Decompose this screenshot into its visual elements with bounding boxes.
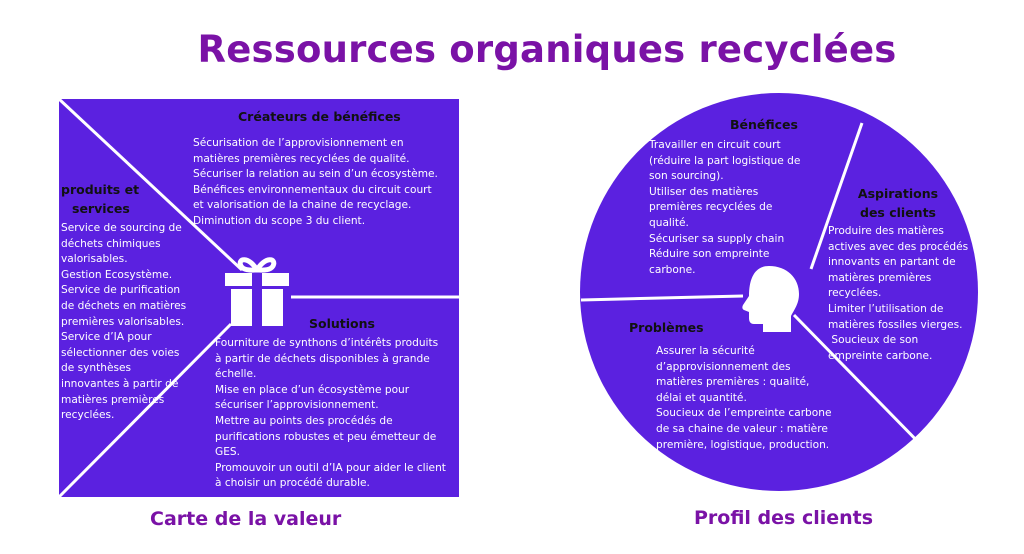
solutions-title: Solutions xyxy=(309,316,375,331)
head-profile-icon xyxy=(742,266,799,332)
jobs-text: Produire des matières actives avec des p… xyxy=(828,225,969,362)
divider-line xyxy=(57,97,244,272)
gain-creators-text: Sécurisation de l’approvisionnement en m… xyxy=(193,137,438,227)
page-title: Ressources organiques recyclées xyxy=(197,28,897,71)
divider-line xyxy=(809,122,864,270)
products-title: produits et services xyxy=(61,182,140,216)
value-map-caption: Carte de la valeur xyxy=(150,508,342,530)
gains-text: Travailler en circuit court (réduire la … xyxy=(649,139,801,276)
divider-line xyxy=(580,294,744,302)
divider-line xyxy=(57,322,233,499)
pains-text: Assurer la sécurité d’approvisionnement … xyxy=(656,345,832,451)
gains-title: Bénéfices xyxy=(730,117,798,132)
products-text: Service de sourcing de déchets chimiques… xyxy=(61,222,187,422)
customer-profile: Bénéfices Travailler en circuit court (r… xyxy=(579,92,979,492)
customer-profile-caption: Profil des clients xyxy=(694,507,874,529)
gift-icon xyxy=(225,257,289,326)
solutions-text: Fourniture de synthons d’intérêts produi… xyxy=(215,337,446,490)
divider-line xyxy=(792,313,931,455)
jobs-title: Aspirations des clients xyxy=(857,186,939,220)
value-map: Créateurs de bénéfices Sécurisation de l… xyxy=(57,97,459,499)
pains-title: Problèmes xyxy=(629,320,704,335)
gain-creators-title: Créateurs de bénéfices xyxy=(238,109,401,124)
